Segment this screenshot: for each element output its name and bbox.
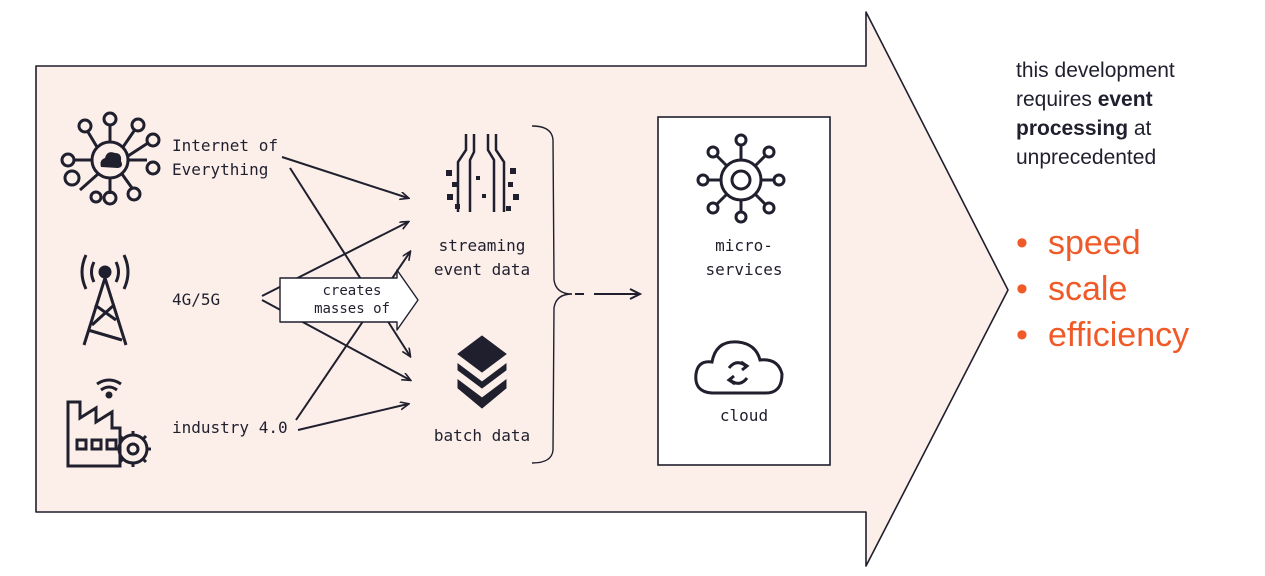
bracket	[531, 125, 573, 464]
factory-gear-icon	[66, 378, 151, 468]
requirement-item: •efficiency	[1016, 316, 1190, 354]
data-label-batch: batch data	[433, 426, 531, 445]
arrow-iot-streaming	[281, 156, 408, 198]
platform-label-microservices: micro-services	[705, 236, 783, 279]
layers-stack-icon	[457, 335, 507, 409]
platform-box	[657, 116, 831, 466]
source-label-4g5g: 4G/5G	[172, 290, 221, 309]
platform-label-cloud: cloud	[719, 406, 769, 425]
gear-network-icon	[696, 133, 786, 224]
callout-arrow	[279, 269, 419, 331]
source-label-industry: industry 4.0	[172, 418, 288, 437]
arrow-iot-batch	[289, 167, 410, 356]
cell-tower-icon	[80, 254, 130, 346]
side-emphasis: event processing	[1016, 88, 1153, 140]
cloud-sync-icon	[694, 340, 784, 395]
iot-network-icon	[60, 111, 161, 206]
requirements-list: •speed •scale •efficiency	[1016, 220, 1189, 358]
arrow-industry-batch	[297, 404, 408, 431]
side-description: this development requires event processi…	[1016, 59, 1175, 169]
requirement-item: •speed	[1016, 224, 1141, 262]
requirement-item: •scale	[1016, 270, 1128, 308]
bracket-arrow	[575, 288, 643, 300]
streaming-data-icon	[446, 134, 519, 212]
